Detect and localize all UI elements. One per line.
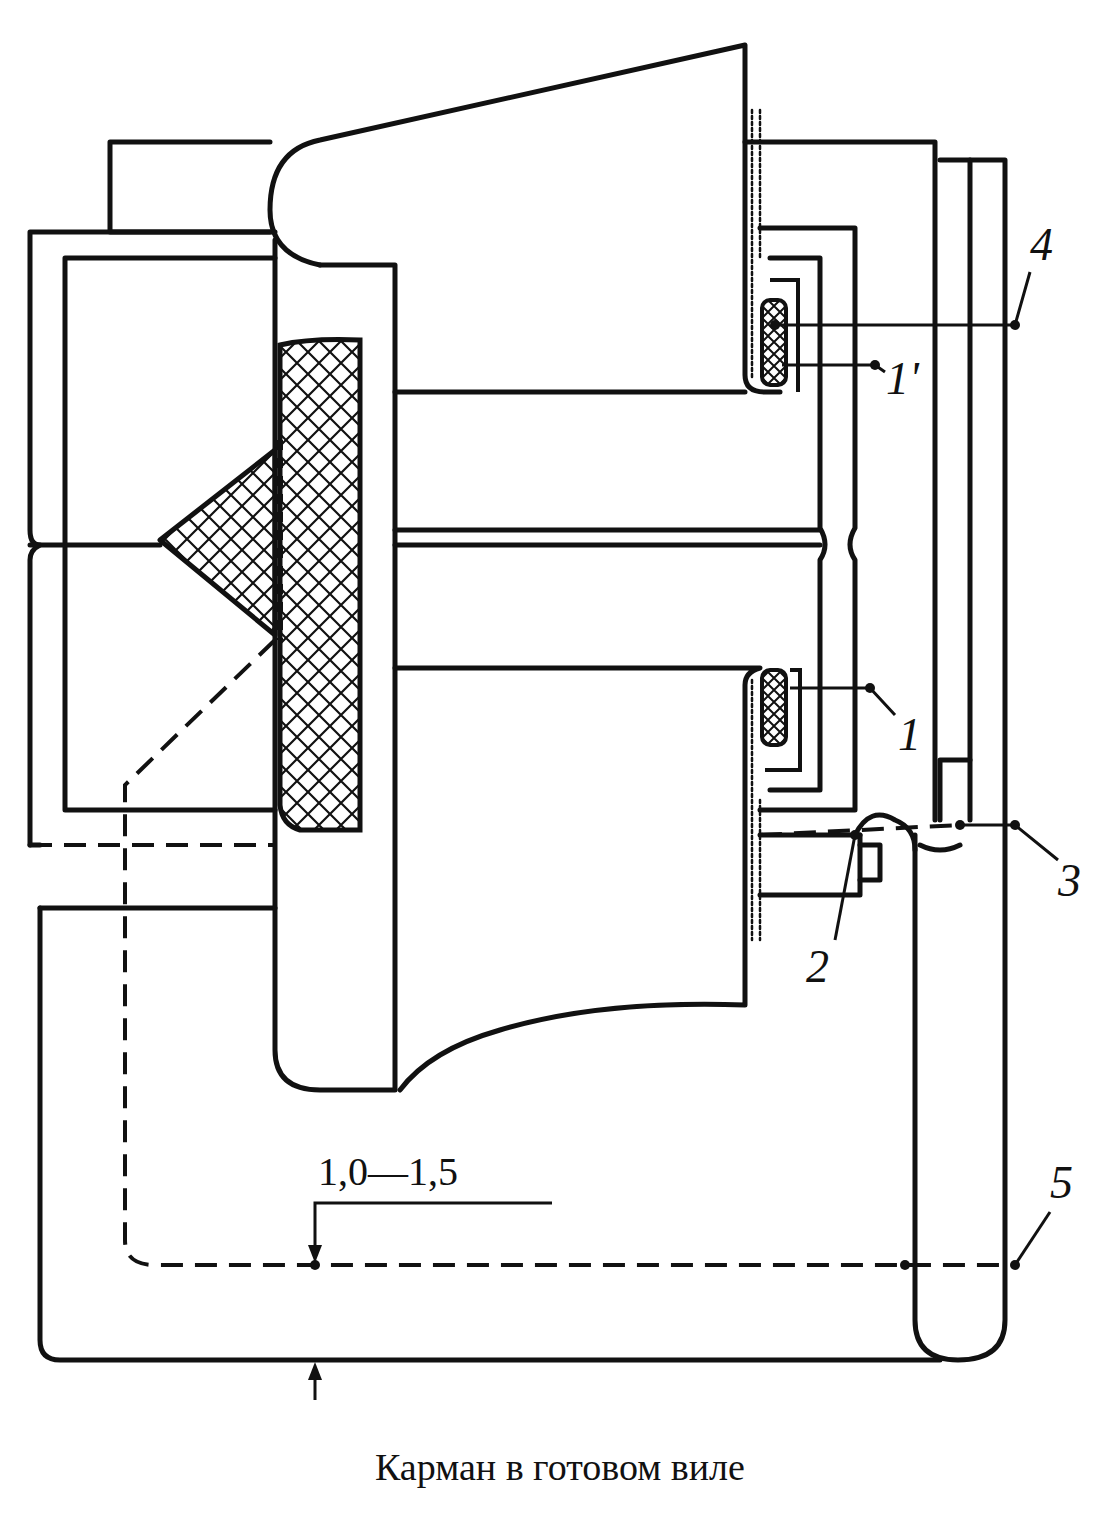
callout-number: 3: [1058, 858, 1081, 904]
callout-number: 1': [886, 356, 919, 402]
dimension-label: 1,0—1,5: [318, 1152, 458, 1192]
callout-number: 2: [806, 944, 829, 990]
callout-number: 1: [898, 712, 921, 758]
callout-number: 5: [1050, 1160, 1073, 1206]
caption: Карман в готовом виле: [375, 1448, 745, 1486]
callout-number: 4: [1030, 222, 1053, 268]
